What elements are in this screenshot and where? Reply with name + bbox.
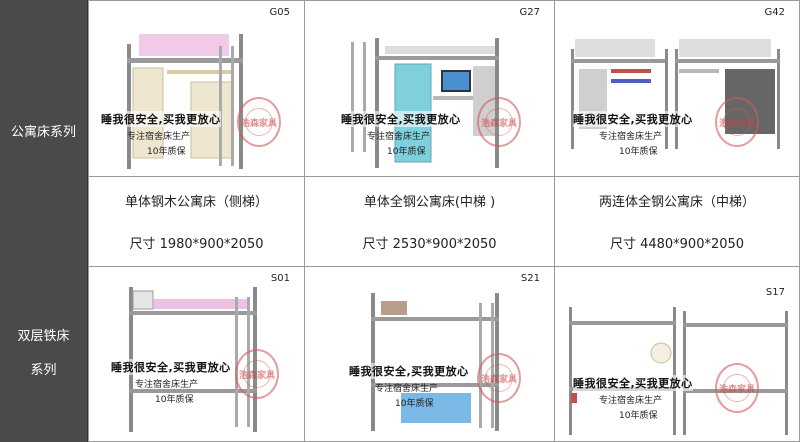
watermark-seal: 浩森家具: [477, 97, 521, 147]
product-image-s17[interactable]: S17 睡我很安全,买我更放心 专注宿舍床生产 10年质保 浩森家具: [554, 266, 800, 442]
product-name: 单体全钢公寓床(中梯 ): [363, 195, 496, 210]
watermark-seal: 浩森家具: [237, 97, 281, 147]
seal-text: 浩森家具: [718, 385, 755, 395]
category-label: 双层铁床系列: [17, 329, 70, 378]
watermark-slogan: 睡我很安全,买我更放心: [111, 359, 231, 375]
product-info-g27: 单体全钢公寓床(中梯 ) 尺寸 2530*900*2050: [304, 176, 555, 267]
product-code: S17: [765, 287, 785, 298]
watermark-line2: 专注宿舍床生产: [367, 132, 431, 142]
watermark-line3: 10年质保: [155, 395, 194, 405]
watermark-seal: 浩森家具: [715, 363, 759, 413]
product-code: S01: [270, 273, 290, 284]
product-info-g05: 单体钢木公寓床（侧梯） 尺寸 1980*900*2050: [88, 176, 305, 267]
product-code: G05: [269, 7, 290, 18]
product-code: S21: [520, 273, 540, 284]
watermark-line2: 专注宿舍床生产: [599, 132, 663, 142]
watermark-line2: 专注宿舍床生产: [375, 384, 439, 394]
product-image-s21[interactable]: S21 睡我很安全,买我更放心 专注宿舍床生产 10年质保 浩森家具: [304, 266, 555, 442]
product-name: 两连体全钢公寓床（中梯）: [598, 195, 755, 210]
watermark-line3: 10年质保: [619, 147, 658, 157]
product-image-g05[interactable]: G05 睡我很安全,买我更放心 专注宿舍床生产 10年质保 浩森家具: [88, 0, 305, 177]
category-label: 公寓床系列: [10, 125, 76, 140]
bed-illustration: [571, 39, 780, 149]
product-size: 尺寸 4480*900*2050: [609, 237, 745, 252]
bed-illustration: [127, 34, 243, 169]
category-apartment-beds[interactable]: 公寓床系列: [0, 0, 88, 266]
product-name: 单体钢木公寓床（侧梯）: [124, 195, 268, 210]
seal-text: 浩森家具: [480, 375, 517, 385]
watermark-seal: 浩森家具: [477, 353, 521, 403]
watermark-line3: 10年质保: [387, 147, 426, 157]
seal-text: 浩森家具: [238, 371, 275, 381]
product-code: G42: [764, 7, 785, 18]
watermark-line3: 10年质保: [619, 411, 658, 421]
watermark-slogan: 睡我很安全,买我更放心: [101, 111, 221, 127]
product-info-g42: 两连体全钢公寓床（中梯） 尺寸 4480*900*2050: [554, 176, 800, 267]
watermark-slogan: 睡我很安全,买我更放心: [349, 363, 469, 379]
watermark-line2: 专注宿舍床生产: [599, 396, 663, 406]
product-image-s01[interactable]: S01 睡我很安全,买我更放心 专注宿舍床生产 10年质保 浩森家具: [88, 266, 305, 442]
watermark-line3: 10年质保: [395, 399, 434, 409]
watermark-seal: 浩森家具: [235, 349, 279, 399]
watermark-seal: 浩森家具: [715, 97, 759, 147]
watermark-line3: 10年质保: [147, 147, 186, 157]
category-bunk-beds[interactable]: 双层铁床系列: [0, 266, 88, 442]
bed-illustration: [569, 307, 788, 435]
seal-text: 浩森家具: [480, 119, 517, 129]
product-code: G27: [519, 7, 540, 18]
product-size: 尺寸 1980*900*2050: [129, 237, 264, 252]
watermark-slogan: 睡我很安全,买我更放心: [573, 375, 693, 391]
watermark-line2: 专注宿舍床生产: [127, 132, 191, 142]
watermark-line2: 专注宿舍床生产: [135, 380, 199, 390]
seal-text: 浩森家具: [240, 119, 277, 129]
product-image-g42[interactable]: G42 睡我很安全,买我更放心 专注宿舍床生产 10年质保 浩森家具: [554, 0, 800, 177]
product-size: 尺寸 2530*900*2050: [362, 237, 497, 252]
watermark-slogan: 睡我很安全,买我更放心: [573, 111, 693, 127]
seal-text: 浩森家具: [718, 119, 755, 129]
product-image-g27[interactable]: G27 睡我很安全,买我更放心 专注宿舍床生产 10年质保 浩森家具: [304, 0, 555, 177]
watermark-slogan: 睡我很安全,买我更放心: [341, 111, 461, 127]
